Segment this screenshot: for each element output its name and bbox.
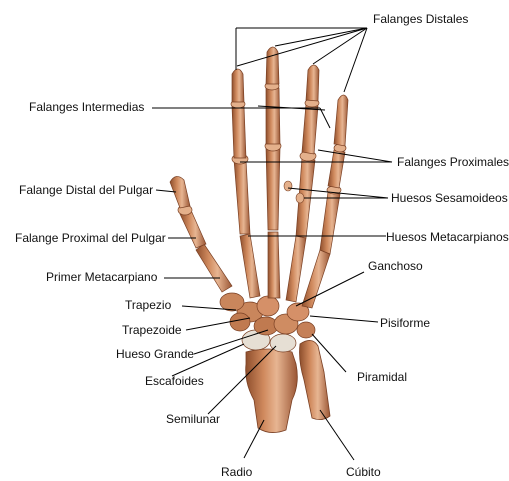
label-falange-distal-pulgar: Falange Distal del Pulgar [19,183,153,197]
label-falange-proximal-pulgar: Falange Proximal del Pulgar [15,231,166,245]
label-cubito: Cúbito [346,465,381,479]
index-finger-phalanges [231,69,250,234]
label-escafoides: Escafoides [145,374,204,388]
label-piramidal: Piramidal [357,370,407,384]
label-huesos-sesamoideos: Huesos Sesamoideos [391,191,508,205]
label-ganchoso: Ganchoso [368,259,423,273]
ring-finger-phalanges [296,65,319,238]
little-finger-phalanges [320,95,348,254]
label-falanges-proximales: Falanges Proximales [397,155,509,169]
metacarpal-bones [196,232,330,308]
label-huesos-metacarpianos: Huesos Metacarpianos [386,230,509,244]
label-pisiforme: Pisiforme [380,316,430,330]
label-radio: Radio [221,465,252,479]
middle-finger-phalanges [265,47,281,230]
thumb-phalanges [170,176,206,248]
label-semilunar: Semilunar [166,412,220,426]
label-falanges-intermedias: Falanges Intermedias [29,100,144,114]
radius-bone [246,349,298,433]
label-hueso-grande: Hueso Grande [116,347,194,361]
label-trapezio: Trapezio [125,298,171,312]
ulna-bone [300,340,331,419]
label-trapezoide: Trapezoide [122,323,182,337]
label-primer-metacarpiano: Primer Metacarpiano [46,270,157,284]
label-falanges-distales: Falanges Distales [373,12,468,26]
